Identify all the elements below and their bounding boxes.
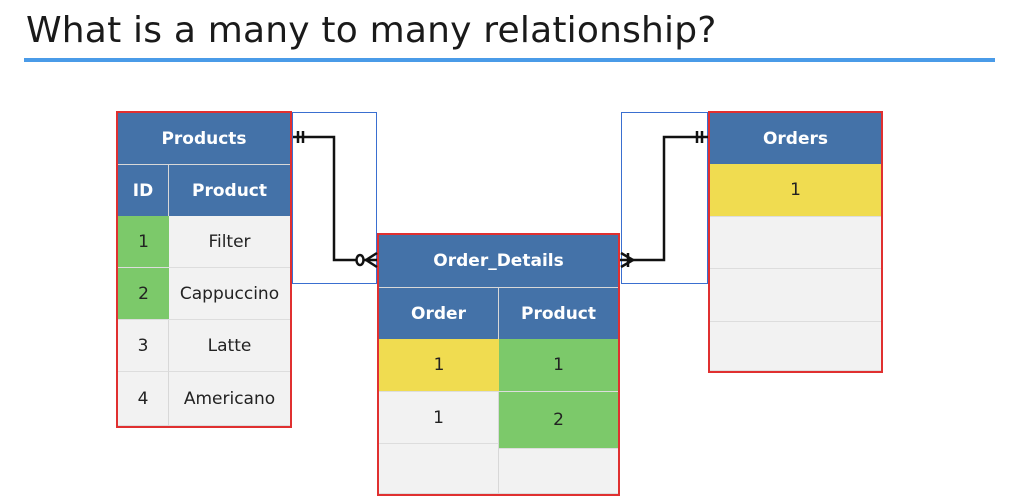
products-col-id: ID <box>118 164 169 216</box>
order-details-row-product: 1 <box>499 339 618 392</box>
order-details-col-order: Order <box>379 287 499 339</box>
order-details-col-product: Product <box>499 287 618 339</box>
products-row-id: 2 <box>118 268 169 320</box>
products-row-product: Latte <box>169 320 290 372</box>
orders-table: Orders 1 <box>708 111 883 373</box>
order-details-row-order <box>379 444 499 494</box>
order-details-row-product <box>499 449 618 494</box>
products-row-product: Cappuccino <box>169 268 290 320</box>
order-details-row-order: 1 <box>379 392 499 444</box>
page-title: What is a many to many relationship? <box>26 10 717 51</box>
products-row-id: 4 <box>118 372 169 426</box>
products-row-product: Filter <box>169 216 290 268</box>
order-details-table: Order_Details Order Product 1 1 1 2 <box>377 233 620 496</box>
products-row-id: 1 <box>118 216 169 268</box>
orders-relationship-connector <box>620 131 708 269</box>
orders-row <box>710 217 881 269</box>
orders-table-title: Orders <box>710 113 881 164</box>
orders-row <box>710 322 881 371</box>
products-relationship-connector <box>293 131 378 269</box>
orders-row <box>710 269 881 322</box>
products-row-id: 3 <box>118 320 169 372</box>
order-details-row-order: 1 <box>379 339 499 392</box>
products-link-box <box>292 112 377 284</box>
order-details-row-product: 2 <box>499 392 618 449</box>
orders-row: 1 <box>710 164 881 217</box>
order-details-table-title: Order_Details <box>379 235 618 287</box>
products-table: Products ID Product 1 Filter 2 Cappuccin… <box>116 111 292 428</box>
products-col-product: Product <box>169 164 290 216</box>
title-underline <box>24 58 995 62</box>
orders-link-box <box>621 112 708 284</box>
products-row-product: Americano <box>169 372 290 426</box>
products-table-title: Products <box>118 113 290 164</box>
